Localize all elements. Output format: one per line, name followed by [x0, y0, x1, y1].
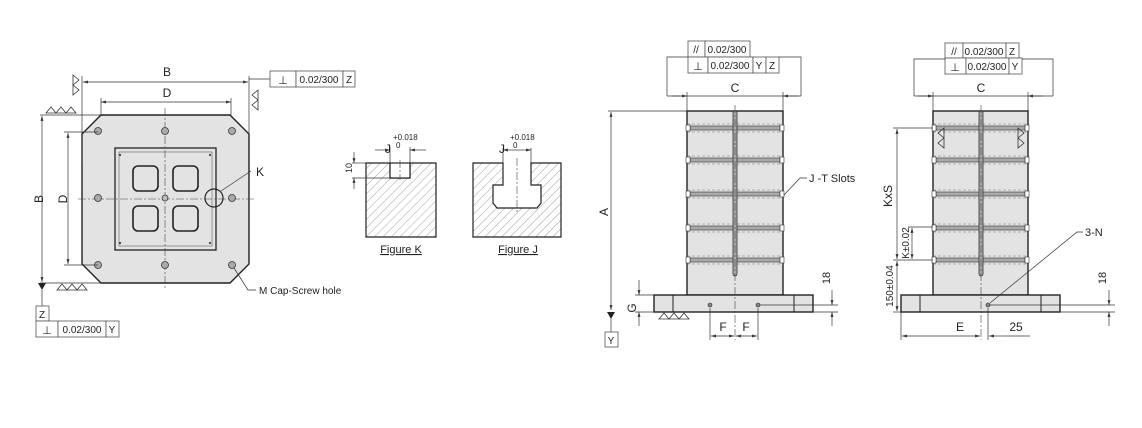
dim-j-j: J	[499, 142, 505, 156]
datum-triangles	[45, 74, 259, 291]
dim-d-top: D	[163, 86, 172, 100]
svg-text:0.02/300: 0.02/300	[968, 62, 1007, 73]
dim-kxs: KxS	[881, 185, 895, 207]
pin-dot	[209, 154, 211, 156]
screw-hole	[161, 127, 169, 135]
dim-c-side: C	[977, 81, 986, 95]
callout-screw-hole: M Cap-Screw hole	[259, 286, 342, 297]
svg-text:Y: Y	[109, 325, 116, 336]
dim-j-k: J	[385, 142, 391, 156]
svg-text:0.02/300: 0.02/300	[708, 45, 747, 56]
tolerance-frame-front: // 0.02/300 ⊥ 0.02/300 Y Z	[687, 40, 780, 74]
svg-text:⊥: ⊥	[693, 61, 703, 73]
screw-hole	[161, 261, 169, 269]
svg-text:⊥: ⊥	[278, 75, 288, 87]
window-openings	[132, 165, 199, 232]
svg-text:0: 0	[396, 141, 401, 150]
svg-text:Y: Y	[1012, 62, 1019, 73]
screw-hole	[228, 127, 236, 135]
svg-text:0.02/300: 0.02/300	[63, 325, 102, 336]
pin-dot	[209, 242, 211, 244]
screw-hole	[228, 261, 236, 269]
svg-text:10: 10	[344, 163, 354, 173]
dim-b-left: B	[32, 195, 46, 203]
svg-text:Z: Z	[346, 75, 352, 86]
dim-18-side: 18	[1097, 272, 1109, 284]
datum-y: Y	[608, 336, 615, 347]
svg-text://: //	[951, 47, 957, 58]
dim-f-right: F	[742, 320, 749, 334]
detail-k-circle	[204, 188, 224, 208]
top-view: B D B D ⊥ 0.02/300 Z	[32, 65, 356, 338]
svg-text:⊥: ⊥	[950, 62, 960, 74]
pin-dot	[119, 154, 121, 156]
front-view: // 0.02/300 ⊥ 0.02/300 Y Z C A Y	[597, 40, 856, 348]
dim-25: 25	[1009, 320, 1023, 334]
svg-text:0.02/300: 0.02/300	[965, 47, 1004, 58]
screw-hole	[94, 194, 102, 202]
svg-text:Y: Y	[756, 61, 763, 72]
dim-g: G	[625, 303, 639, 312]
screw-hole	[228, 194, 236, 202]
side-view: // 0.02/300 Z ⊥ 0.02/300 Y C KxS K±0.02 …	[881, 42, 1115, 340]
figure-k: J +0.018 0 10 Figure K	[344, 133, 437, 256]
svg-text://: //	[693, 45, 699, 56]
pin-dot	[119, 242, 121, 244]
svg-text:Z: Z	[39, 310, 45, 321]
callout-3-n: 3-N	[1085, 227, 1103, 239]
cap-screw-holes	[94, 127, 236, 269]
figure-j-caption: Figure J	[498, 244, 538, 256]
dim-d-left: D	[56, 194, 70, 203]
tolerance-frame-side: // 0.02/300 Z ⊥ 0.02/300 Y	[944, 42, 1023, 75]
dim-c-front: C	[731, 81, 740, 95]
dim-18-front: 18	[821, 272, 833, 284]
svg-text:Z: Z	[1009, 47, 1015, 58]
dim-a: A	[597, 208, 611, 216]
dim-e: E	[956, 320, 964, 334]
screw-hole	[94, 127, 102, 135]
base-front	[653, 294, 814, 313]
svg-text:0.02/300: 0.02/300	[300, 75, 339, 86]
callout-k: K	[256, 165, 264, 179]
callout-t-slots: J -T Slots	[809, 173, 856, 185]
base-side	[900, 294, 1061, 313]
dim-f-left: F	[719, 320, 726, 334]
center-hole	[161, 194, 169, 202]
dim-b-top: B	[163, 65, 171, 79]
tolerance-frame-bottom: Z ⊥ 0.02/300 Y	[35, 305, 120, 338]
svg-text:⊥: ⊥	[42, 325, 52, 337]
svg-text:+0.018: +0.018	[393, 133, 418, 142]
figure-k-caption: Figure K	[380, 244, 422, 256]
svg-text:+0.018: +0.018	[510, 133, 535, 142]
svg-text:Z: Z	[769, 61, 775, 72]
tolerance-frame-top: ⊥ 0.02/300 Z	[269, 70, 356, 88]
figure-j: J +0.018 0 Figure J	[472, 133, 562, 256]
svg-text:0.02/300: 0.02/300	[711, 61, 750, 72]
dim-k: K±0.02	[901, 227, 912, 259]
svg-text:0: 0	[513, 141, 518, 150]
dim-150: 150±0.04	[885, 265, 896, 307]
